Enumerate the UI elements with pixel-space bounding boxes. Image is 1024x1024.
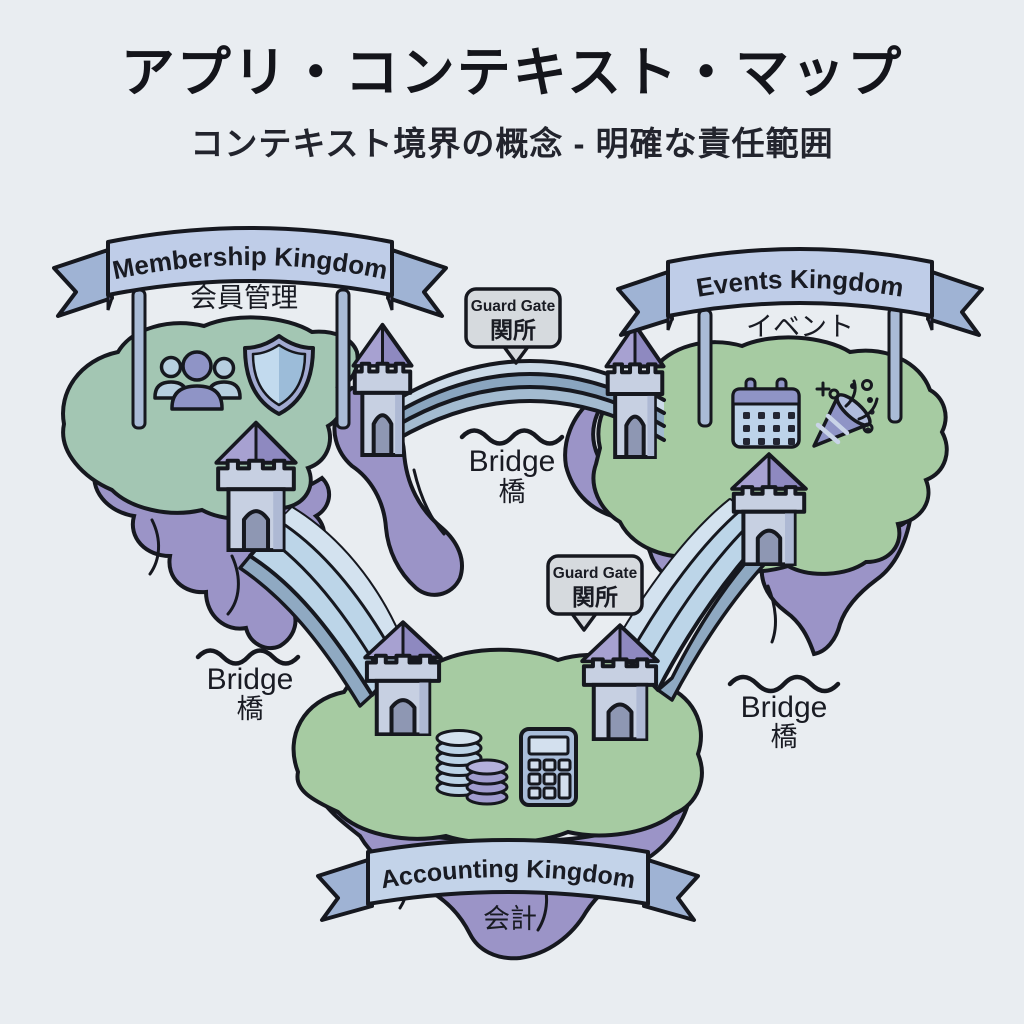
banner-tail-right [386,248,448,318]
page-subtitle: コンテキスト境界の概念 - 明確な責任範囲 [190,125,834,162]
banner-tail-left [316,858,374,922]
membership-banner: Membership Kingdom 会員管理 [52,226,448,430]
bridge-label: Bridge [469,445,556,478]
bridge-events-accounting [613,498,790,702]
accounting-banner: Accounting Kingdom 会計 [316,838,700,934]
shield-icon [243,334,315,416]
membership-ja-label: 会員管理 [190,283,298,313]
page-title: アプリ・コンテキスト・マップ [120,43,904,103]
bridge-membership-events [394,359,666,442]
bridge-label: Bridge [741,691,828,724]
party-popper-icon [812,379,879,448]
events-banner: Events Kingdom イベント [616,247,984,428]
guard-gate-bubble-top: Guard Gate 関所 [464,287,562,365]
coin-stacks-icon [435,729,509,806]
rock-crack [412,468,446,536]
castle-tower-arch-right [604,322,666,459]
calendar-dots [743,412,795,445]
guard-gate-label: Guard Gate [471,298,556,315]
banner-band [366,838,650,906]
people-group-icon [153,350,242,411]
bubble-body [464,287,562,349]
banner-tail-left [52,248,114,318]
banner-post [887,306,903,424]
bridge-strip-top [396,361,664,413]
bridge-strip-mid [396,374,664,426]
bridge-label: Bridge [207,663,294,696]
water-wave [195,648,301,666]
bridge-label-left: Bridge 橋 [195,648,301,724]
bridge-outline [394,359,666,442]
banner-band [666,247,934,318]
rock-crack [226,554,240,616]
banner-post [131,288,147,430]
banner-post [697,308,713,428]
water-wave [459,428,565,446]
guard-gate-bubble-middle: Guard Gate 関所 [546,554,644,632]
guard-gate-label: Guard Gate [553,565,638,582]
guard-gate-ja-label: 関所 [572,584,618,610]
bridge-ja-label: 橋 [237,694,264,724]
accounting-ja-label: 会計 [483,904,537,934]
guard-gate-ja-label: 関所 [490,317,536,343]
calculator-icon [519,727,578,807]
bridge-label-center: Bridge 橋 [459,428,565,507]
bridge-label-right: Bridge 橋 [727,674,841,752]
banner-tail-right [642,858,700,922]
calendar-icon [731,377,801,449]
castle-tower-arch-left [351,322,414,457]
banner-post [335,288,351,430]
banner-tail-right [926,270,984,337]
water-wave [727,674,841,694]
banner-band [106,226,394,297]
rock-crack [148,518,160,576]
events-ja-label: イベント [746,312,854,342]
bridge-ja-label: 橋 [499,477,526,507]
bridge-deck-lines [626,507,757,676]
rock-crack [766,584,777,644]
banner-tail-left [616,270,674,337]
bridge-ja-label: 橋 [771,722,798,752]
bubble-body [546,554,644,616]
